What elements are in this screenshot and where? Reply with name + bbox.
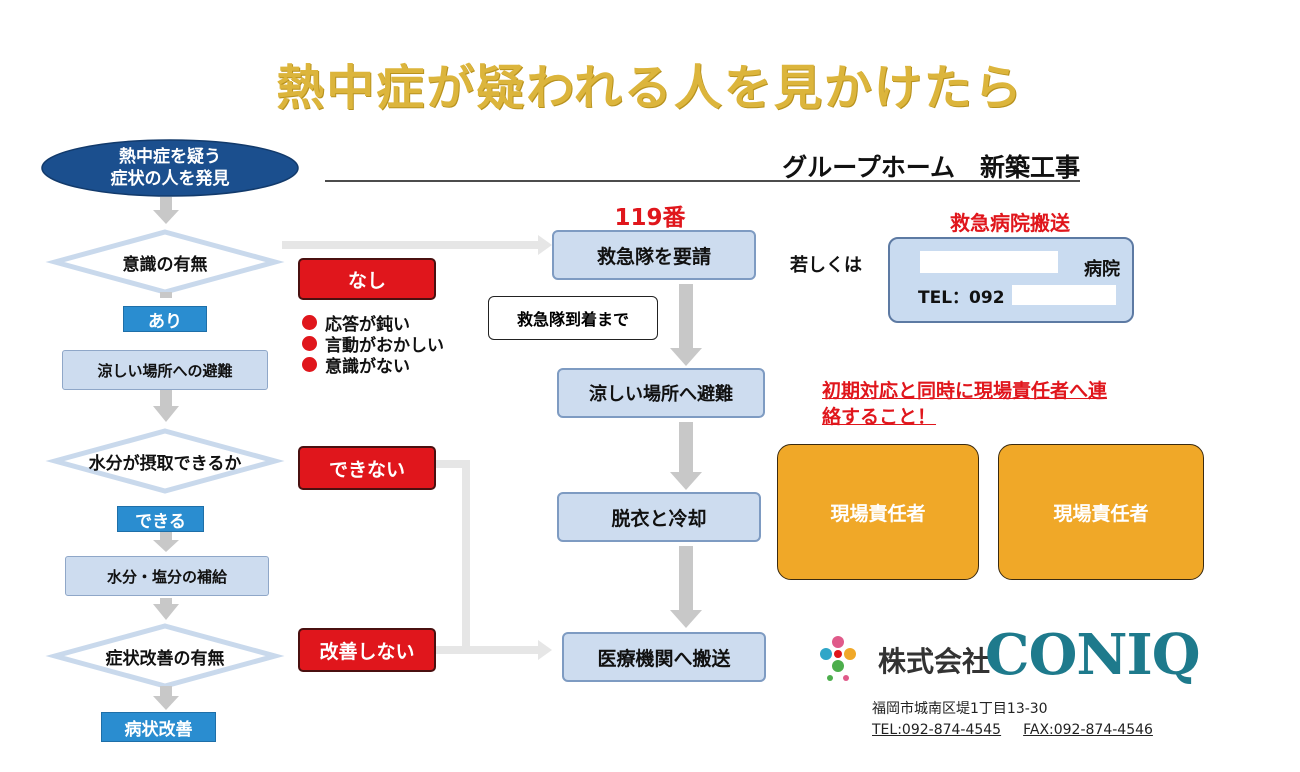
step-cool-place: 涼しい場所への避難 <box>62 350 268 390</box>
question-consciousness: 意識の有無 <box>122 254 208 275</box>
step-undress-cool: 脱衣と冷却 <box>557 492 761 542</box>
bullet-dot-icon <box>302 357 317 372</box>
symptom-item: 言動がおかしい <box>302 333 444 356</box>
redaction-mask <box>1012 285 1116 305</box>
company-address: 福岡市城南区堤1丁目13-30 <box>872 701 1048 717</box>
emergency-number: 119番 <box>614 205 686 231</box>
manager-box: 現場責任者 <box>998 444 1204 580</box>
company-fax: FAX:092-874-4546 <box>1023 722 1153 738</box>
tag-yes-consciousness: あり <box>123 306 207 332</box>
left-down-arrows <box>153 197 179 710</box>
company-logo: CONIQ <box>985 622 1201 688</box>
company-tel: TEL:092-874-4545 <box>872 722 1002 738</box>
manager-box: 現場責任者 <box>777 444 979 580</box>
step-water-salt: 水分・塩分の補給 <box>65 556 269 596</box>
start-ellipse <box>41 139 299 197</box>
symptom-list: 応答が鈍い 言動がおかしい 意識がない <box>302 312 444 377</box>
start-node: 熱中症を疑う 症状の人を発見 <box>40 140 300 196</box>
step-evacuate: 涼しい場所へ避難 <box>557 368 765 418</box>
step-call-ambulance: 救急隊を要請 <box>552 230 756 280</box>
or-text: 若しくは <box>790 255 862 276</box>
redaction-mask <box>920 251 1058 273</box>
right-down-arrows <box>670 284 702 628</box>
page-title: 熱中症が疑われる人を見かけたら <box>276 60 1024 116</box>
bullet-dot-icon <box>302 336 317 351</box>
question-hydration: 水分が摂取できるか <box>88 453 242 474</box>
end-improved: 病状改善 <box>101 712 216 742</box>
branch-cannot: できない <box>298 446 436 490</box>
company-name: 株式会社 <box>878 645 991 678</box>
diamond-hydration <box>45 428 285 494</box>
hospital-name: 病院 <box>1084 259 1120 280</box>
symptom-item: 意識がない <box>302 354 444 377</box>
arrow-to-call <box>282 241 540 249</box>
warning-line2: 絡すること！ <box>822 406 937 428</box>
company-contact: TEL:092-874-4545 FAX:092-874-4546 <box>872 722 1175 738</box>
warning-line1: 初期対応と同時に現場責任者へ連 <box>822 380 1108 402</box>
hospital-box: 病院 TEL：092 <box>888 237 1134 323</box>
bullet-dot-icon <box>302 315 317 330</box>
note-until-arrival: 救急隊到着まで <box>488 296 658 340</box>
question-improvement: 症状改善の有無 <box>105 648 225 669</box>
branch-no-improve: 改善しない <box>298 628 436 672</box>
logo-flower-icon <box>820 636 856 681</box>
project-name: グループホーム 新築工事 <box>782 153 1080 182</box>
tag-can-drink: できる <box>117 506 204 532</box>
hospital-label: 救急病院搬送 <box>950 211 1070 235</box>
symptom-item: 応答が鈍い <box>302 312 444 335</box>
start-line1: 熱中症を疑う <box>119 147 221 167</box>
hospital-tel: TEL：092 <box>918 288 1005 308</box>
branch-none: なし <box>298 258 436 300</box>
step-transport: 医療機関へ搬送 <box>562 632 766 682</box>
start-line2: 症状の人を発見 <box>110 169 230 189</box>
contact-warning: 初期対応と同時に現場責任者へ連 絡すること！ <box>822 378 1192 430</box>
arrow-to-hospital <box>436 646 540 654</box>
